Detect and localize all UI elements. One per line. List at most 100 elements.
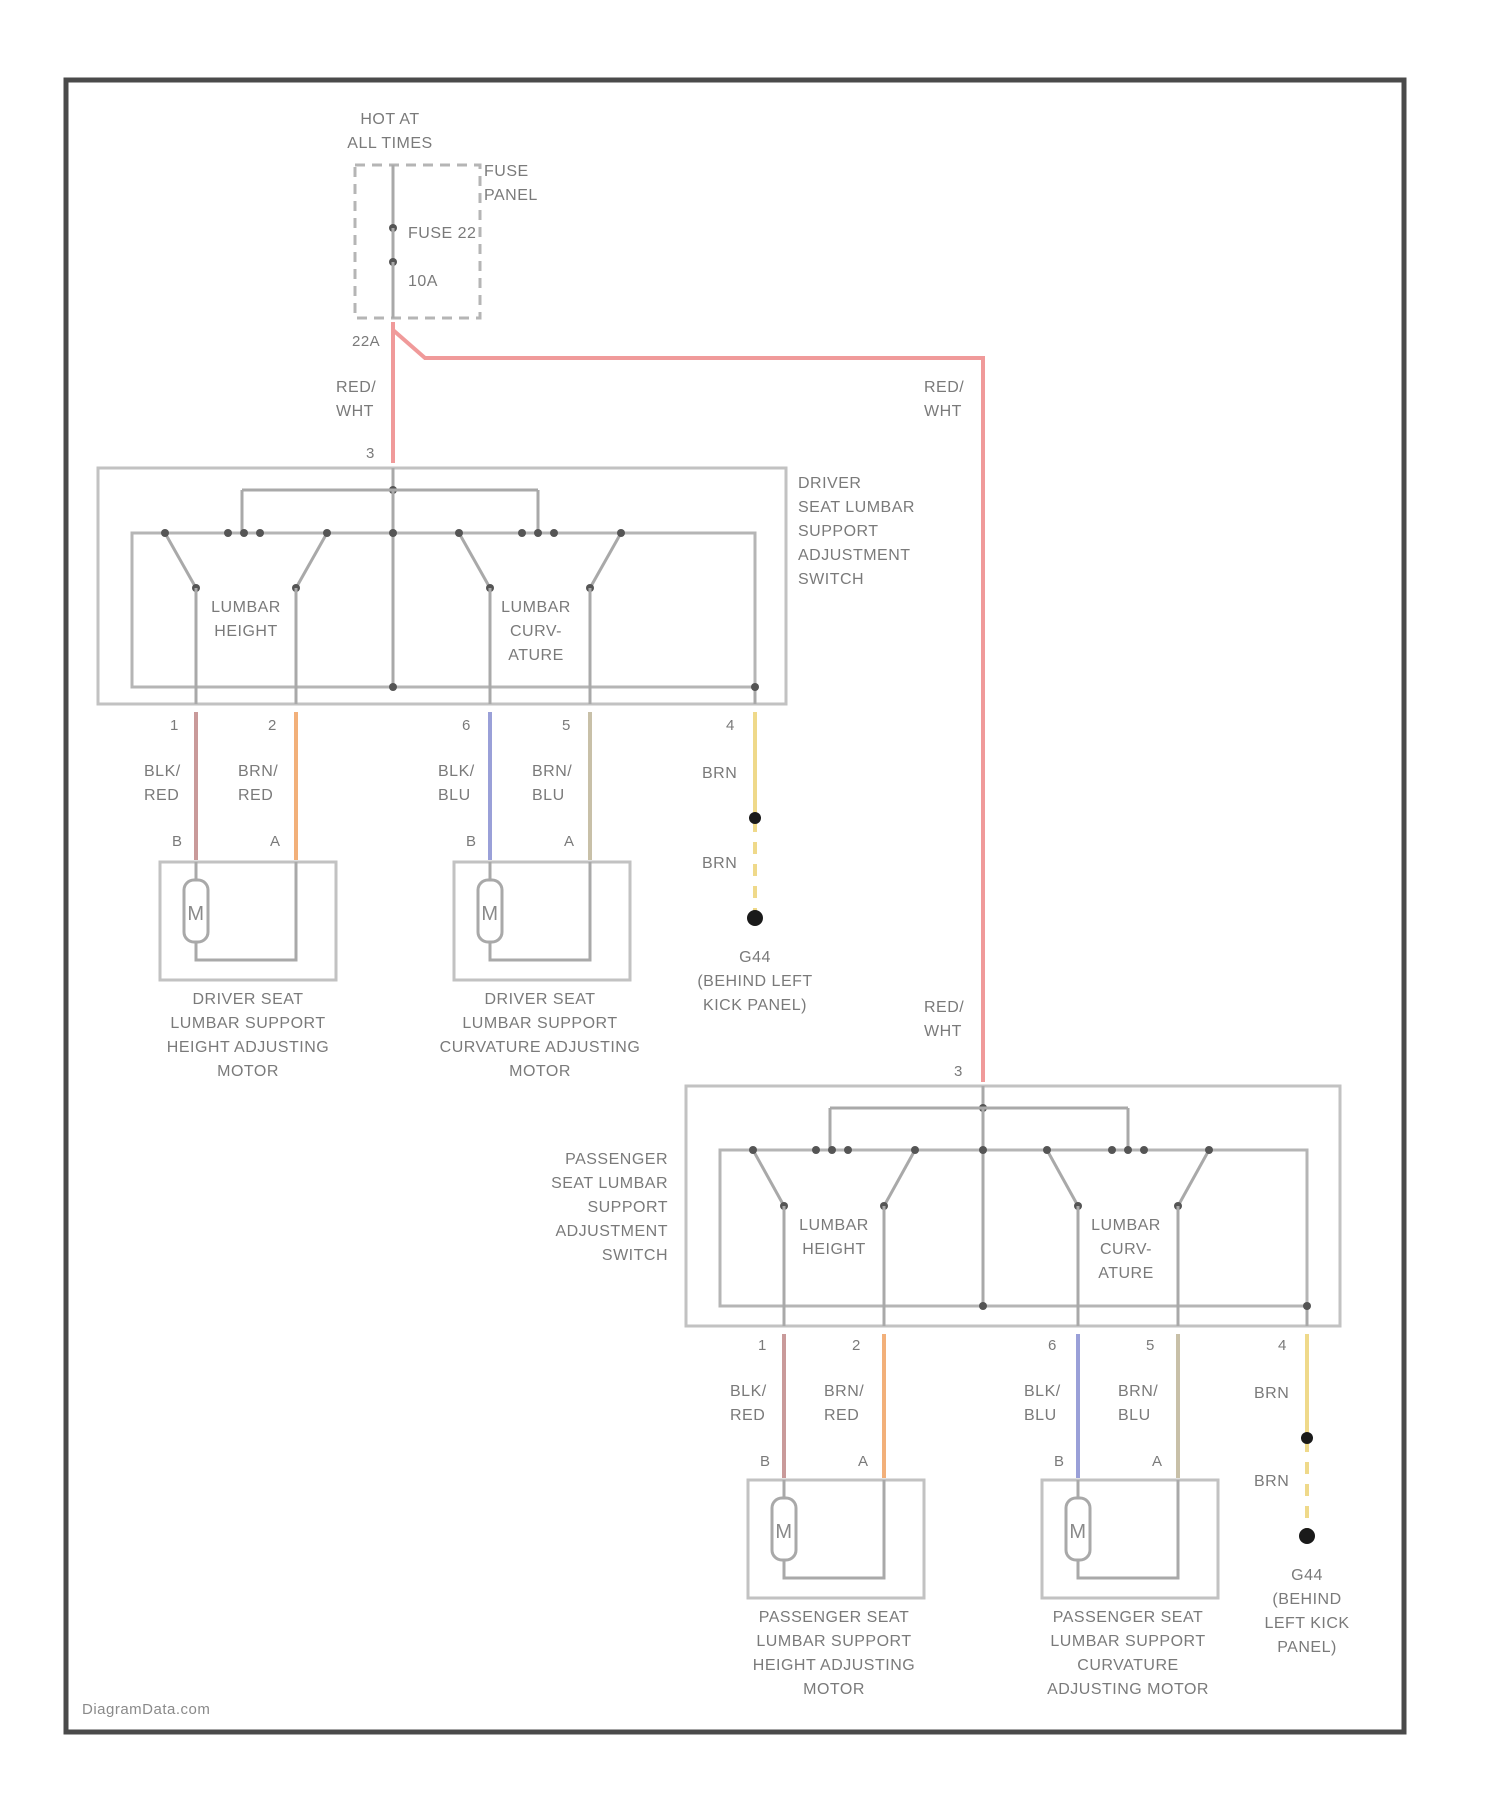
fuse-output-pin: 22A [352, 333, 380, 350]
feed-left-label-2: WHT [336, 403, 374, 420]
driver-wire-label-4b: BLU [532, 787, 565, 804]
driver-curv-motor-label: DRIVER SEAT [485, 991, 596, 1008]
passenger-switch-label-3: SUPPORT [587, 1199, 668, 1216]
red-wht-wire [393, 322, 983, 1082]
passenger-wire-label-1: BLK/ [730, 1383, 767, 1400]
driver-height-motor-pin-b: B [172, 833, 183, 850]
driver-pin-4: 4 [726, 717, 735, 734]
fuse-rating: 10A [408, 273, 438, 290]
passenger-curv-blade-left [1047, 1150, 1078, 1206]
feed-right-label-2: WHT [924, 403, 962, 420]
passenger-wires: BLK/ RED BRN/ RED BLK/ BLU BRN/ BLU BRN … [730, 1334, 1350, 1656]
passenger-switch-input-pin: 3 [954, 1063, 963, 1080]
passenger-ground-label-4: PANEL) [1277, 1639, 1337, 1656]
driver-wire-label-4: BRN/ [532, 763, 572, 780]
passenger-wire-below-label: BRN [1254, 1473, 1289, 1490]
passenger-pin-1: 1 [758, 1337, 767, 1354]
passenger-curv-label: LUMBAR [1091, 1217, 1161, 1234]
driver-switch: 3 LUMBAR HEIGHT LUMBAR CURV- ATURE [98, 445, 915, 734]
passenger-curv-motor-label: PASSENGER SEAT [1053, 1609, 1203, 1626]
diagram-frame [66, 80, 1404, 1732]
passenger-height-motor-pin-a: A [858, 1453, 869, 1470]
passenger-ground-label: G44 [1291, 1567, 1323, 1584]
passenger-curvature-motor: B A M PASSENGER SEAT LUMBAR SUPPORT CURV… [1042, 1453, 1218, 1698]
driver-height-motor-label-3: HEIGHT ADJUSTING [167, 1039, 329, 1056]
driver-curv-blade-right [590, 533, 621, 588]
passenger-curv-motor-label-4: ADJUSTING MOTOR [1047, 1681, 1209, 1698]
passenger-curv-blade-right [1178, 1150, 1209, 1206]
passenger-curv-label-2: CURV- [1100, 1241, 1152, 1258]
passenger-curv-motor-label-3: CURVATURE [1077, 1657, 1178, 1674]
passenger-height-motor-label-4: MOTOR [803, 1681, 865, 1698]
driver-height-motor-label-4: MOTOR [217, 1063, 279, 1080]
passenger-switch-label-2: SEAT LUMBAR [551, 1175, 668, 1192]
driver-height-blade-right [296, 533, 327, 588]
passenger-wire-label-4b: BLU [1118, 1407, 1151, 1424]
driver-wire-label-1: BLK/ [144, 763, 181, 780]
passenger-splice [1301, 1432, 1313, 1444]
feed-left-label: RED/ [336, 379, 376, 396]
driver-wire-label-3b: BLU [438, 787, 471, 804]
passenger-curv-motor-pin-a: A [1152, 1453, 1163, 1470]
driver-pin-2: 2 [268, 717, 277, 734]
feed-right-label: RED/ [924, 379, 964, 396]
driver-curv-motor-box [454, 862, 630, 980]
driver-wire-below-label: BRN [702, 855, 737, 872]
driver-curv-motor-pin-b: B [466, 833, 477, 850]
passenger-switch-label: PASSENGER [565, 1151, 668, 1168]
driver-height-motor-label-2: LUMBAR SUPPORT [170, 1015, 325, 1032]
driver-ground-label: G44 [739, 949, 771, 966]
hot-at-label: HOT AT [360, 111, 419, 128]
driver-switch-label-3: SUPPORT [798, 523, 879, 540]
passenger-ground-label-2: (BEHIND [1272, 1591, 1341, 1608]
driver-curv-label-2: CURV- [510, 623, 562, 640]
driver-curv-motor-label-2: LUMBAR SUPPORT [462, 1015, 617, 1032]
passenger-height-motor-label-3: HEIGHT ADJUSTING [753, 1657, 915, 1674]
passenger-curv-motor-label-2: LUMBAR SUPPORT [1050, 1633, 1205, 1650]
driver-curv-motor-pin-a: A [564, 833, 575, 850]
passenger-wire-label-3b: BLU [1024, 1407, 1057, 1424]
driver-ground-point [747, 910, 763, 926]
driver-height-blade-left [165, 533, 196, 588]
passenger-wire-label-2: BRN/ [824, 1383, 864, 1400]
driver-height-motor-label: DRIVER SEAT [193, 991, 304, 1008]
feed-passenger-label: RED/ [924, 999, 964, 1016]
driver-curv-motor-symbol: M [481, 903, 498, 925]
driver-switch-input-pin: 3 [366, 445, 375, 462]
passenger-pin-4: 4 [1278, 1337, 1287, 1354]
passenger-switch-label-4: ADJUSTMENT [555, 1223, 668, 1240]
driver-height-label: LUMBAR [211, 599, 281, 616]
driver-switch-label-4: ADJUSTMENT [798, 547, 911, 564]
passenger-switch-label-5: SWITCH [602, 1247, 668, 1264]
driver-ground-label-2: (BEHIND LEFT [697, 973, 812, 990]
passenger-pin-6: 6 [1048, 1337, 1057, 1354]
driver-curv-label-3: ATURE [508, 647, 564, 664]
red-wht-feed: RED/ WHT RED/ WHT RED/ WHT [336, 322, 983, 1082]
passenger-pin-5: 5 [1146, 1337, 1155, 1354]
passenger-wire-label-3: BLK/ [1024, 1383, 1061, 1400]
passenger-wire-label-1b: RED [730, 1407, 765, 1424]
driver-curv-motor-label-3: CURVATURE ADJUSTING [440, 1039, 641, 1056]
passenger-ground-label-3: LEFT KICK [1264, 1615, 1349, 1632]
fuse-panel-label: FUSE [484, 163, 529, 180]
feed-passenger-label-2: WHT [924, 1023, 962, 1040]
passenger-curv-motor-box [1042, 1480, 1218, 1598]
passenger-height-label: LUMBAR [799, 1217, 869, 1234]
passenger-height-motor-box [748, 1480, 924, 1598]
driver-curv-blade-left [459, 533, 490, 588]
driver-splice [749, 812, 761, 824]
driver-height-label-2: HEIGHT [214, 623, 277, 640]
driver-wire-label-3: BLK/ [438, 763, 475, 780]
driver-curvature-motor: B A M DRIVER SEAT LUMBAR SUPPORT CURVATU… [440, 833, 641, 1080]
driver-switch-housing [98, 468, 786, 704]
driver-height-motor-box [160, 862, 336, 980]
driver-switch-label: DRIVER [798, 475, 861, 492]
fuse-name: FUSE 22 [408, 225, 476, 242]
passenger-wire-label-2b: RED [824, 1407, 859, 1424]
fuse-panel-label-2: PANEL [484, 187, 538, 204]
passenger-curv-label-3: ATURE [1098, 1265, 1154, 1282]
driver-curv-label: LUMBAR [501, 599, 571, 616]
driver-pin-6: 6 [462, 717, 471, 734]
passenger-height-motor-symbol: M [775, 1521, 792, 1543]
passenger-height-label-2: HEIGHT [802, 1241, 865, 1258]
